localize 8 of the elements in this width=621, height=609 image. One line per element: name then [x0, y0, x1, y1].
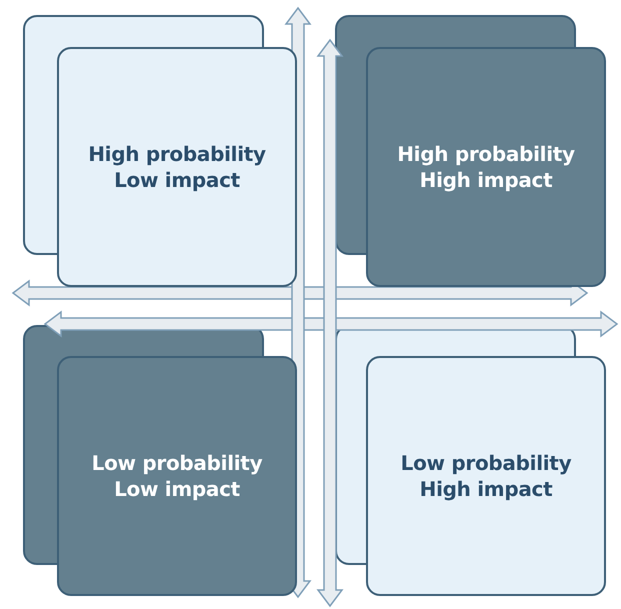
quadrant-label: High probability Low impact: [87, 141, 267, 193]
quadrant-label: High probability High impact: [396, 141, 576, 193]
quadrant-card: [366, 47, 606, 287]
quadrant-label: Low probability Low impact: [90, 450, 264, 502]
quadrant-card: [57, 356, 297, 596]
quadrant-label: Low probability High impact: [400, 450, 572, 502]
quadrant-card: [57, 47, 297, 287]
quadrant-card: [366, 356, 606, 596]
